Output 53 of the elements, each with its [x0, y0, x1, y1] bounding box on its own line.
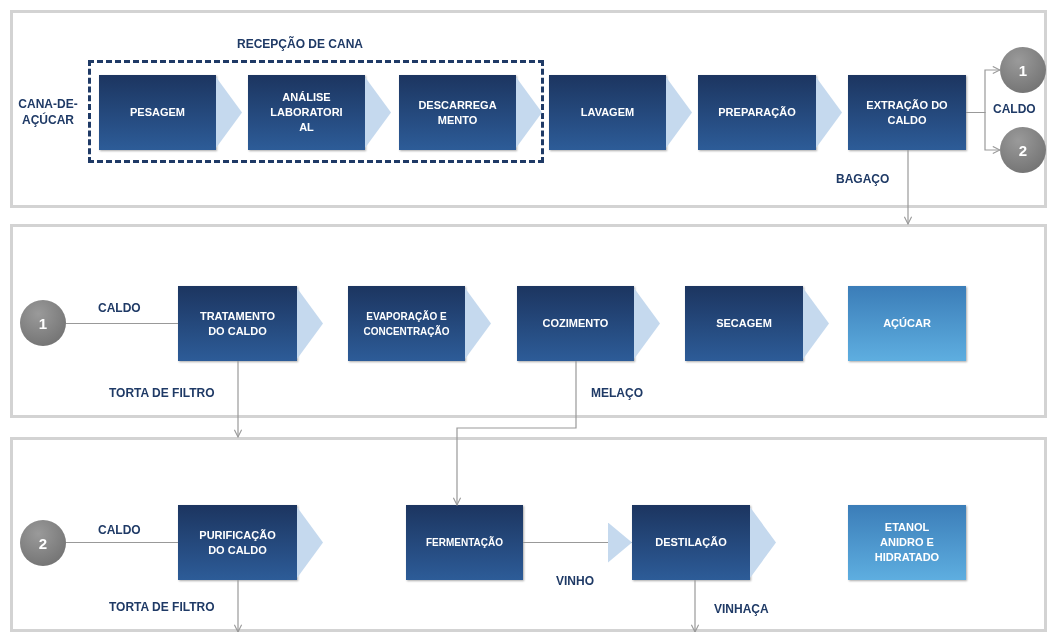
connector-circle: 1 [1000, 47, 1046, 93]
chevron-arrow [297, 507, 323, 578]
edge-label: TORTA DE FILTRO [108, 600, 216, 614]
process-box: DESCARREGA MENTO [399, 75, 516, 150]
process-box: SECAGEM [685, 286, 803, 361]
process-box: LAVAGEM [549, 75, 666, 150]
product-box: ETANOL ANIDRO E HIDRATADO [848, 505, 966, 580]
process-box: PREPARAÇÃO [698, 75, 816, 150]
connector-circle: 2 [20, 520, 66, 566]
arrow [903, 149, 913, 225]
edge-label: MELAÇO [590, 386, 644, 400]
process-box: COZIMENTO [517, 286, 634, 361]
process-box: TRATAMENTO DO CALDO [178, 286, 297, 361]
chevron-arrow [516, 77, 542, 148]
process-box: EVAPORAÇÃO E CONCENTRAÇÃO [348, 286, 465, 361]
process-box: EXTRAÇÃO DO CALDO [848, 75, 966, 150]
connector-circle: 2 [1000, 127, 1046, 173]
edge-label: VINHAÇA [713, 602, 770, 616]
process-box: PESAGEM [99, 75, 216, 150]
edge-label: CALDO [97, 301, 142, 315]
panel-background [10, 437, 1047, 632]
chevron-arrow [634, 288, 660, 359]
source-label: CANA-DE-AÇÚCAR [17, 96, 79, 128]
arrow [233, 579, 243, 632]
edge-label: VINHO [555, 574, 595, 588]
arrow [233, 360, 243, 438]
arrow [690, 579, 700, 632]
chevron-arrow [365, 77, 391, 148]
group-heading: RECEPÇÃO DE CANA [237, 37, 363, 51]
chevron-arrow [297, 288, 323, 359]
connector-line [65, 541, 179, 544]
chevron-arrow [666, 77, 692, 148]
process-box: FERMENTAÇÃO [406, 505, 523, 580]
edge-label: TORTA DE FILTRO [108, 386, 216, 400]
panel-background [10, 10, 1047, 208]
arrow [452, 360, 577, 506]
chevron-arrow [816, 77, 842, 148]
chevron-arrow [216, 77, 242, 148]
process-box: PURIFICAÇÃO DO CALDO [178, 505, 297, 580]
process-box: DESTILAÇÃO [632, 505, 750, 580]
chevron-arrow [803, 288, 829, 359]
panel-background [10, 224, 1047, 418]
arrow-with-chevron [522, 522, 633, 563]
edge-label: CALDO [97, 523, 142, 537]
chevron-arrow [750, 507, 776, 578]
connector-circle: 1 [20, 300, 66, 346]
chevron-arrow [465, 288, 491, 359]
connector-line [65, 322, 179, 325]
process-box: ANÁLISE LABORATORI AL [248, 75, 365, 150]
flow-label: CALDO [993, 102, 1036, 116]
product-box: AÇÚCAR [848, 286, 966, 361]
arrow [965, 111, 1001, 155]
edge-label: BAGAÇO [835, 172, 891, 186]
